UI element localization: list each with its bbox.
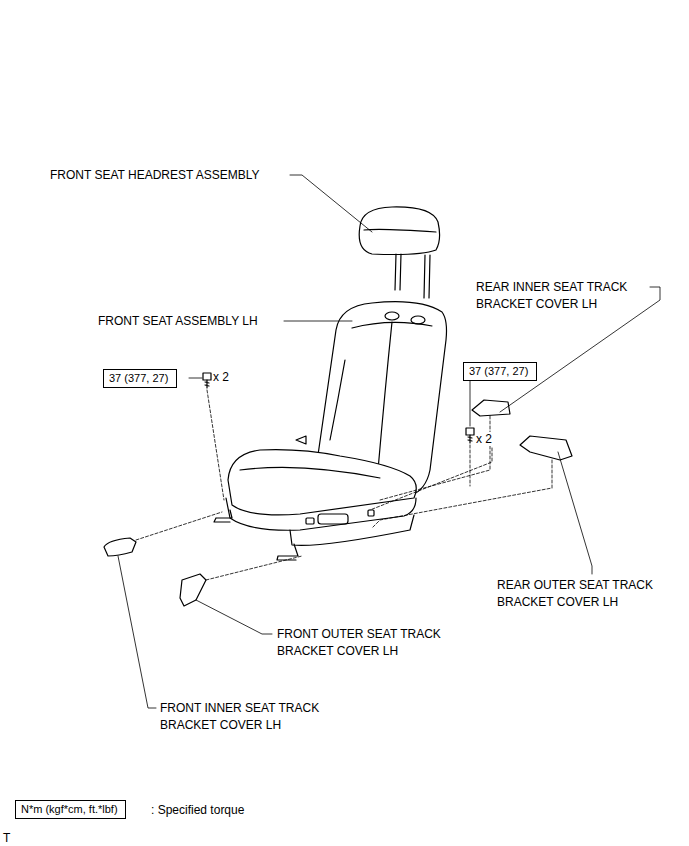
assembly-line	[136, 390, 552, 580]
label-text: : Specified torque	[151, 803, 244, 817]
part-name: FRONT OUTER SEAT TRACK BRACKET COVER LH	[277, 626, 452, 660]
part-name: FRONT SEAT HEADREST ASSEMBLY	[50, 167, 260, 184]
torque-value: 37 (377, 27)	[109, 372, 168, 384]
label-text: FRONT OUTER SEAT TRACK BRACKET COVER LH	[277, 627, 441, 658]
seat-drawing	[214, 302, 447, 560]
label-text: FRONT INNER SEAT TRACK BRACKET COVER LH	[160, 701, 319, 732]
torque-box: N*m (kgf*cm, ft.*lbf)	[15, 800, 126, 819]
part-name: REAR INNER SEAT TRACK BRACKET COVER LH	[476, 279, 651, 313]
torque-value: N*m (kgf*cm, ft.*lbf)	[21, 803, 118, 815]
part-name: FRONT SEAT ASSEMBLY LH	[98, 313, 258, 330]
torque-value: 37 (377, 27)	[469, 365, 528, 377]
label-text: REAR OUTER SEAT TRACK BRACKET COVER LH	[497, 578, 653, 609]
label-text: REAR INNER SEAT TRACK BRACKET COVER LH	[476, 280, 627, 311]
label-text: x 2	[213, 370, 229, 384]
label-text: T	[3, 831, 10, 845]
label-text: x 2	[476, 432, 492, 446]
headrest-drawing	[359, 207, 439, 298]
figure-code: T	[3, 830, 10, 846]
part-name: REAR OUTER SEAT TRACK BRACKET COVER LH	[497, 577, 672, 611]
quantity-label: x 2	[213, 369, 229, 386]
bolt-drawing	[203, 373, 474, 443]
part-name: FRONT INNER SEAT TRACK BRACKET COVER LH	[160, 700, 345, 734]
label-text: FRONT SEAT ASSEMBLY LH	[98, 314, 258, 328]
cover-drawing	[104, 400, 572, 606]
quantity-label: x 2	[476, 431, 492, 448]
leader-line	[118, 175, 660, 708]
legend-text: : Specified torque	[151, 802, 244, 819]
torque-box: 37 (377, 27)	[463, 362, 537, 381]
torque-box: 37 (377, 27)	[103, 369, 177, 388]
label-text: FRONT SEAT HEADREST ASSEMBLY	[50, 168, 260, 182]
